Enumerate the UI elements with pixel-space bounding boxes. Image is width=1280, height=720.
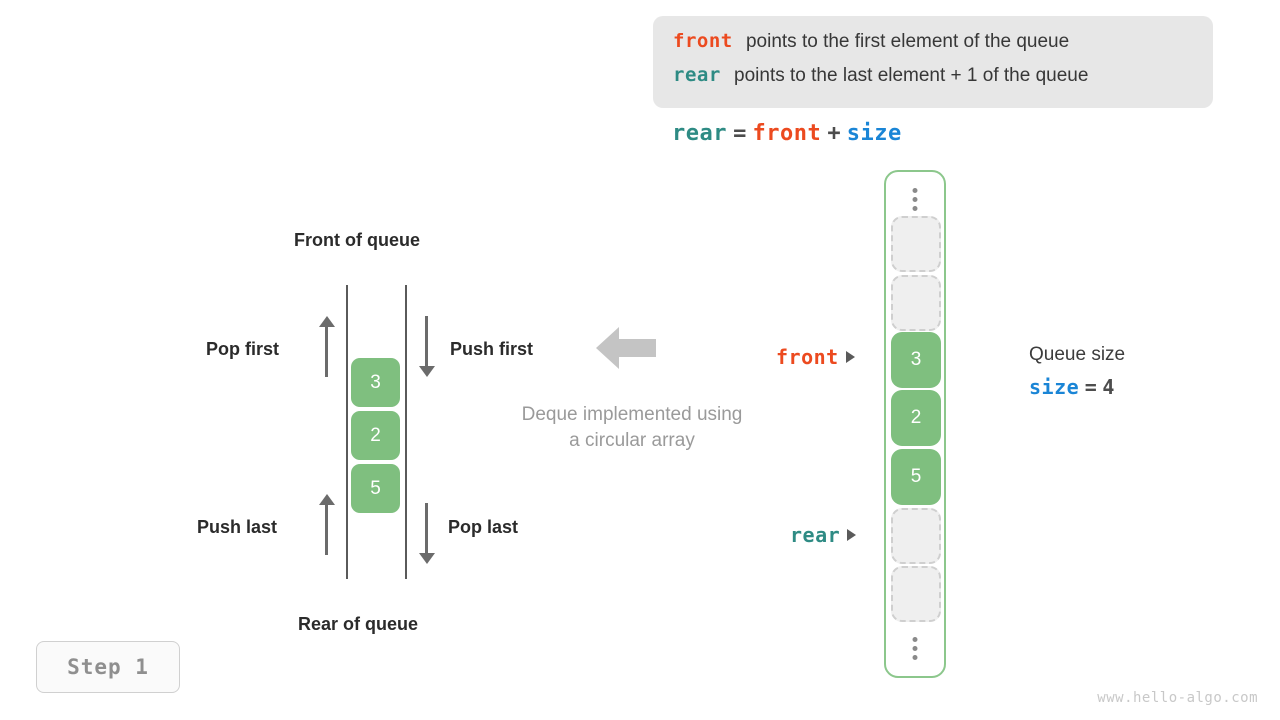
arrow-up-pop-first-stem [325, 325, 328, 377]
array-slot-empty [891, 216, 941, 272]
queue-size-title: Queue size [1029, 344, 1126, 365]
array-slot-empty [891, 275, 941, 331]
formula-equals: = [733, 121, 747, 146]
arrow-down-pop-last-stem [425, 503, 428, 555]
queue-size-block: Queue size size = 4 [1029, 344, 1125, 400]
size-equals: = [1084, 375, 1097, 399]
deque-cell: 2 [351, 411, 400, 460]
array-slot-filled: 5 [891, 449, 941, 505]
formula-rhs-front: front [752, 121, 822, 146]
circular-array-container: 3 2 5 [884, 170, 946, 678]
arrow-down-push-first-icon [419, 366, 435, 377]
arrow-left-icon [596, 327, 656, 369]
ellipsis-bottom-icon [912, 637, 918, 660]
diagram-caption: Deque implemented using a circular array [492, 402, 772, 454]
watermark: www.hello-algo.com [1097, 690, 1258, 706]
ellipsis-top-icon [912, 188, 918, 211]
queue-size-expression: size = 4 [1029, 375, 1125, 400]
arrow-down-pop-last-icon [419, 553, 435, 564]
deque-rail-right [405, 285, 407, 579]
step-badge: Step 1 [36, 641, 180, 693]
pointer-definition-note: front points to the first element of the… [653, 16, 1213, 108]
array-slot-empty [891, 508, 941, 564]
note-rear-text: points to the last element + 1 of the qu… [734, 65, 1089, 86]
size-variable-token: size [1029, 375, 1080, 399]
formula-plus: + [827, 121, 841, 146]
size-value: 4 [1102, 375, 1115, 399]
op-label-push-first: Push first [450, 339, 534, 359]
formula-lhs: rear [672, 121, 727, 146]
pointer-rear-label: rear [790, 523, 841, 547]
deque-rail-left [346, 285, 348, 579]
arrow-up-push-last-icon [319, 494, 335, 505]
front-of-queue-label: Front of queue [294, 230, 420, 250]
op-label-pop-first: Pop first [206, 339, 280, 359]
arrow-up-push-last-stem [325, 503, 328, 555]
note-line-rear: rear points to the last element + 1 of t… [673, 64, 1088, 87]
rear-formula: rear = front + size [672, 120, 902, 146]
deque-cell: 5 [351, 464, 400, 513]
formula-rhs-size: size [846, 121, 902, 146]
rear-token: rear [673, 64, 721, 86]
op-label-pop-last: Pop last [448, 517, 519, 537]
note-line-front: front points to the first element of the… [673, 30, 1069, 53]
pointer-front: front [776, 345, 855, 369]
arrow-up-pop-first-icon [319, 316, 335, 327]
front-token: front [673, 30, 733, 52]
caption-line-1: Deque implemented using [521, 404, 743, 425]
caret-right-icon [847, 529, 857, 541]
array-slot-filled: 3 [891, 332, 941, 388]
array-slot-filled: 2 [891, 390, 941, 446]
rear-of-queue-label: Rear of queue [298, 614, 419, 634]
pointer-front-label: front [776, 345, 839, 369]
arrow-down-push-first-stem [425, 316, 428, 368]
pointer-rear: rear [790, 523, 857, 547]
step-badge-label: Step 1 [67, 655, 149, 679]
array-slot-empty [891, 566, 941, 622]
note-front-text: points to the first element of the queue [745, 31, 1070, 52]
op-label-push-last: Push last [197, 517, 278, 537]
caret-right-icon [845, 351, 855, 363]
deque-cell: 3 [351, 358, 400, 407]
caption-line-2: a circular array [569, 430, 695, 451]
